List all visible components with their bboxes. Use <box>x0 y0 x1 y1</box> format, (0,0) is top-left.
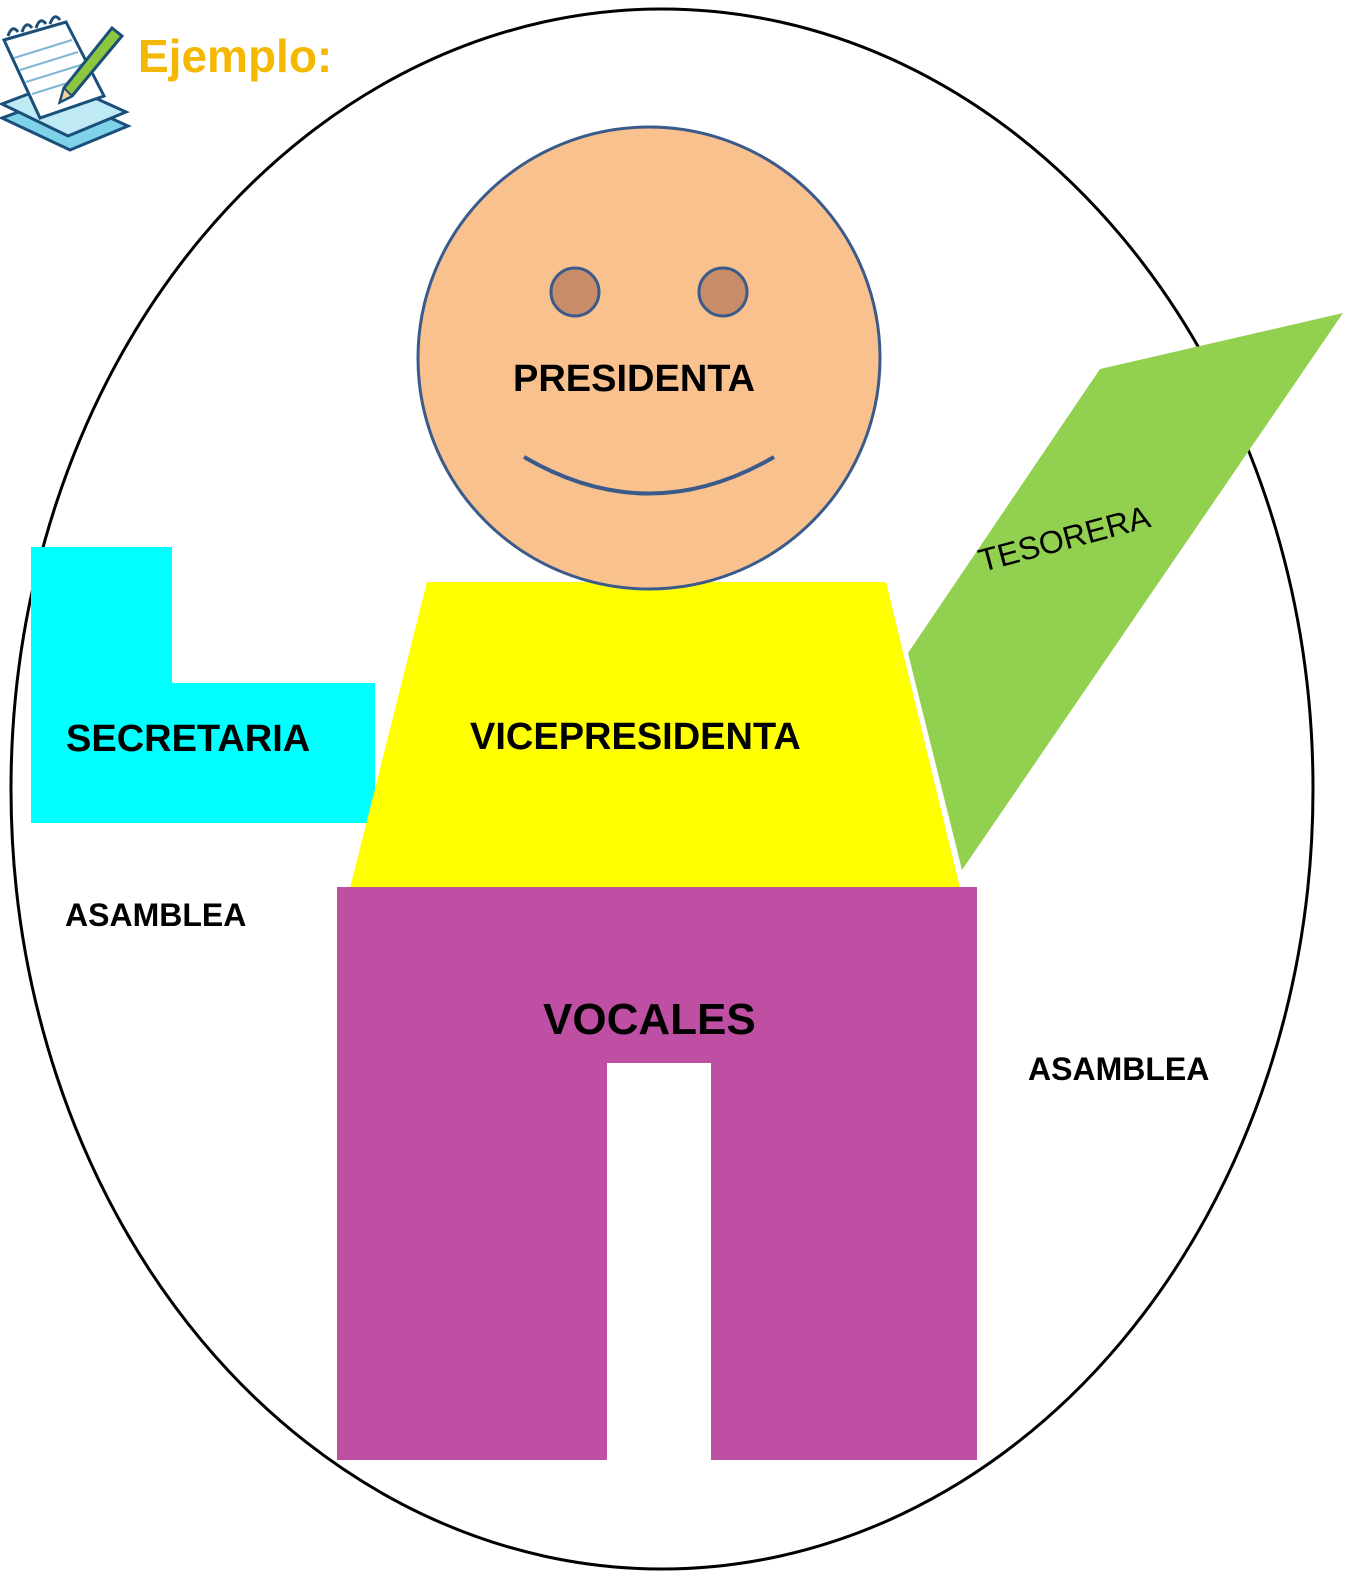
secretaria-label: SECRETARIA <box>66 718 310 760</box>
vicepresidenta-label: VICEPRESIDENTA <box>470 716 801 758</box>
vocales-label: VOCALES <box>543 995 756 1044</box>
presidenta-label: PRESIDENTA <box>513 358 755 400</box>
notepad-pencil-icon <box>0 15 132 152</box>
tesorera-shape <box>908 313 1343 870</box>
page-title: Ejemplo: <box>138 30 332 82</box>
asamblea-label-left: ASAMBLEA <box>65 897 246 933</box>
right-eye <box>697 266 749 318</box>
left-eye <box>549 266 601 318</box>
vicepresidenta-shape <box>350 582 960 888</box>
asamblea-label-right: ASAMBLEA <box>1028 1051 1209 1087</box>
presidenta-head <box>416 125 882 591</box>
smile <box>522 455 776 496</box>
secretaria-shape <box>31 547 375 823</box>
vocales-shape <box>337 887 977 1460</box>
